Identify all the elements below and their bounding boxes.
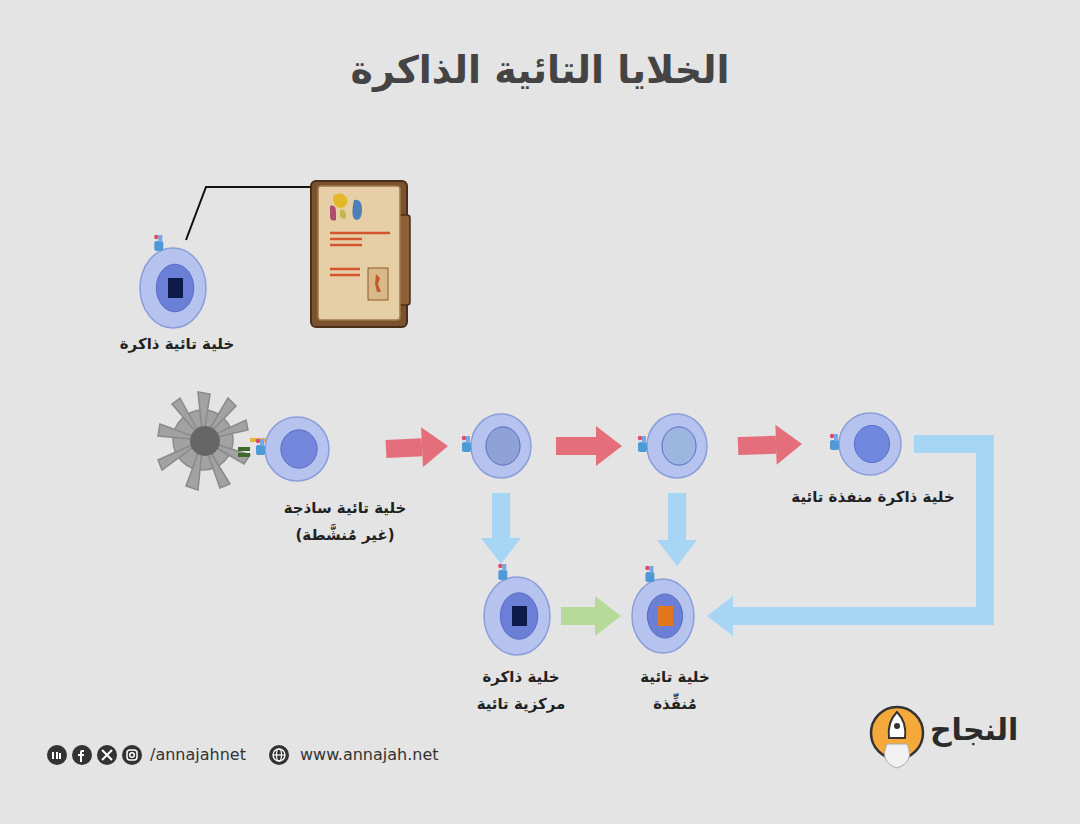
arrow-head [707, 596, 733, 636]
antigen [645, 566, 649, 570]
nucleus [854, 425, 889, 462]
t-cell: خلية ذاكرة مركزية تائية [483, 576, 551, 656]
cell-body [646, 413, 708, 479]
antigen [498, 564, 502, 568]
receptor [834, 434, 838, 441]
cell-membrane [647, 414, 707, 478]
arrow-shaft [386, 447, 422, 449]
arrow-head [775, 425, 802, 465]
antigen [638, 436, 642, 440]
receptor [638, 442, 647, 452]
nucleus-mark [168, 278, 183, 298]
cell-body [838, 412, 902, 476]
cell-body [264, 416, 330, 482]
nucleus-mark [512, 606, 527, 626]
receptor [645, 572, 654, 582]
nucleus-mark [658, 606, 673, 626]
arrow-head [421, 427, 448, 467]
nucleus [647, 594, 682, 638]
arrow-shaft [561, 607, 595, 625]
arrow-head [481, 538, 521, 564]
arrow-head [596, 426, 622, 466]
t-cell [470, 413, 532, 479]
receptor [502, 564, 506, 571]
flow-arrow [657, 493, 697, 566]
arrow-head [657, 540, 697, 566]
flow-arrow [738, 425, 802, 465]
nucleus [500, 593, 537, 639]
social-icons [47, 745, 289, 765]
receptor [260, 439, 264, 446]
nucleus [281, 430, 317, 468]
receptor [649, 566, 653, 573]
flow-arrow [556, 426, 622, 466]
cell-body [470, 413, 532, 479]
arrow-shaft [492, 493, 510, 538]
receptor [256, 445, 265, 455]
flow-arrow [386, 427, 448, 467]
cell-membrane [265, 417, 329, 481]
antigen [830, 434, 834, 438]
t-cell: خلية تائية ساذجة (غير مُنشَّطة) [264, 416, 330, 482]
arrow-shaft [738, 445, 776, 446]
website: www.annajah.net [300, 745, 439, 764]
cell-label: خلية تائية ساذجة (غير مُنشَّطة) [280, 495, 410, 549]
arrow-head [595, 596, 621, 636]
flow-arrow [561, 596, 621, 636]
title: الخلايا التائية الذاكرة [0, 48, 1080, 92]
antigen [256, 439, 260, 443]
brand-name: النجاح [930, 712, 1018, 747]
receptor [154, 241, 163, 251]
receptor [158, 235, 162, 242]
receptor [466, 436, 470, 443]
flow-arrow [707, 444, 985, 636]
antigen [462, 436, 466, 440]
t-cell [646, 413, 708, 479]
cell-membrane [484, 577, 550, 655]
memory-folder [311, 181, 410, 327]
receptor [498, 570, 507, 580]
cell-membrane [471, 414, 531, 478]
leader-line [186, 187, 312, 240]
cell-body [631, 578, 695, 654]
logo-rocket [871, 707, 923, 768]
dendritic-cell [158, 392, 266, 490]
cell-membrane [632, 579, 694, 653]
cell-label: خلية ذاكرة منفذة تائية [788, 484, 958, 511]
nucleus [486, 427, 520, 465]
receptor [830, 440, 839, 450]
t-cell: خلية تائية ذاكرة [139, 247, 207, 329]
cell-body [139, 247, 207, 329]
cell-label: خلية ذاكرة مركزية تائية [474, 664, 569, 718]
flow-arrow [481, 493, 521, 564]
cell-label: خلية تائية مُنفِّذة [635, 664, 715, 718]
receptor [642, 436, 646, 443]
cell-label: خلية تائية ذاكرة [102, 331, 252, 358]
t-cell: خلية تائية مُنفِّذة [631, 578, 695, 654]
nucleus [662, 427, 696, 465]
arrow-shaft [556, 437, 596, 455]
nucleus [156, 264, 193, 312]
receptor [462, 442, 471, 452]
cell-body [483, 576, 551, 656]
antigen [154, 235, 158, 239]
cell-membrane [839, 413, 901, 475]
social-handle: /annajahnet [150, 745, 246, 764]
t-cell: خلية ذاكرة منفذة تائية [838, 412, 902, 476]
cell-membrane [140, 248, 206, 328]
arrow-shaft [668, 493, 686, 540]
